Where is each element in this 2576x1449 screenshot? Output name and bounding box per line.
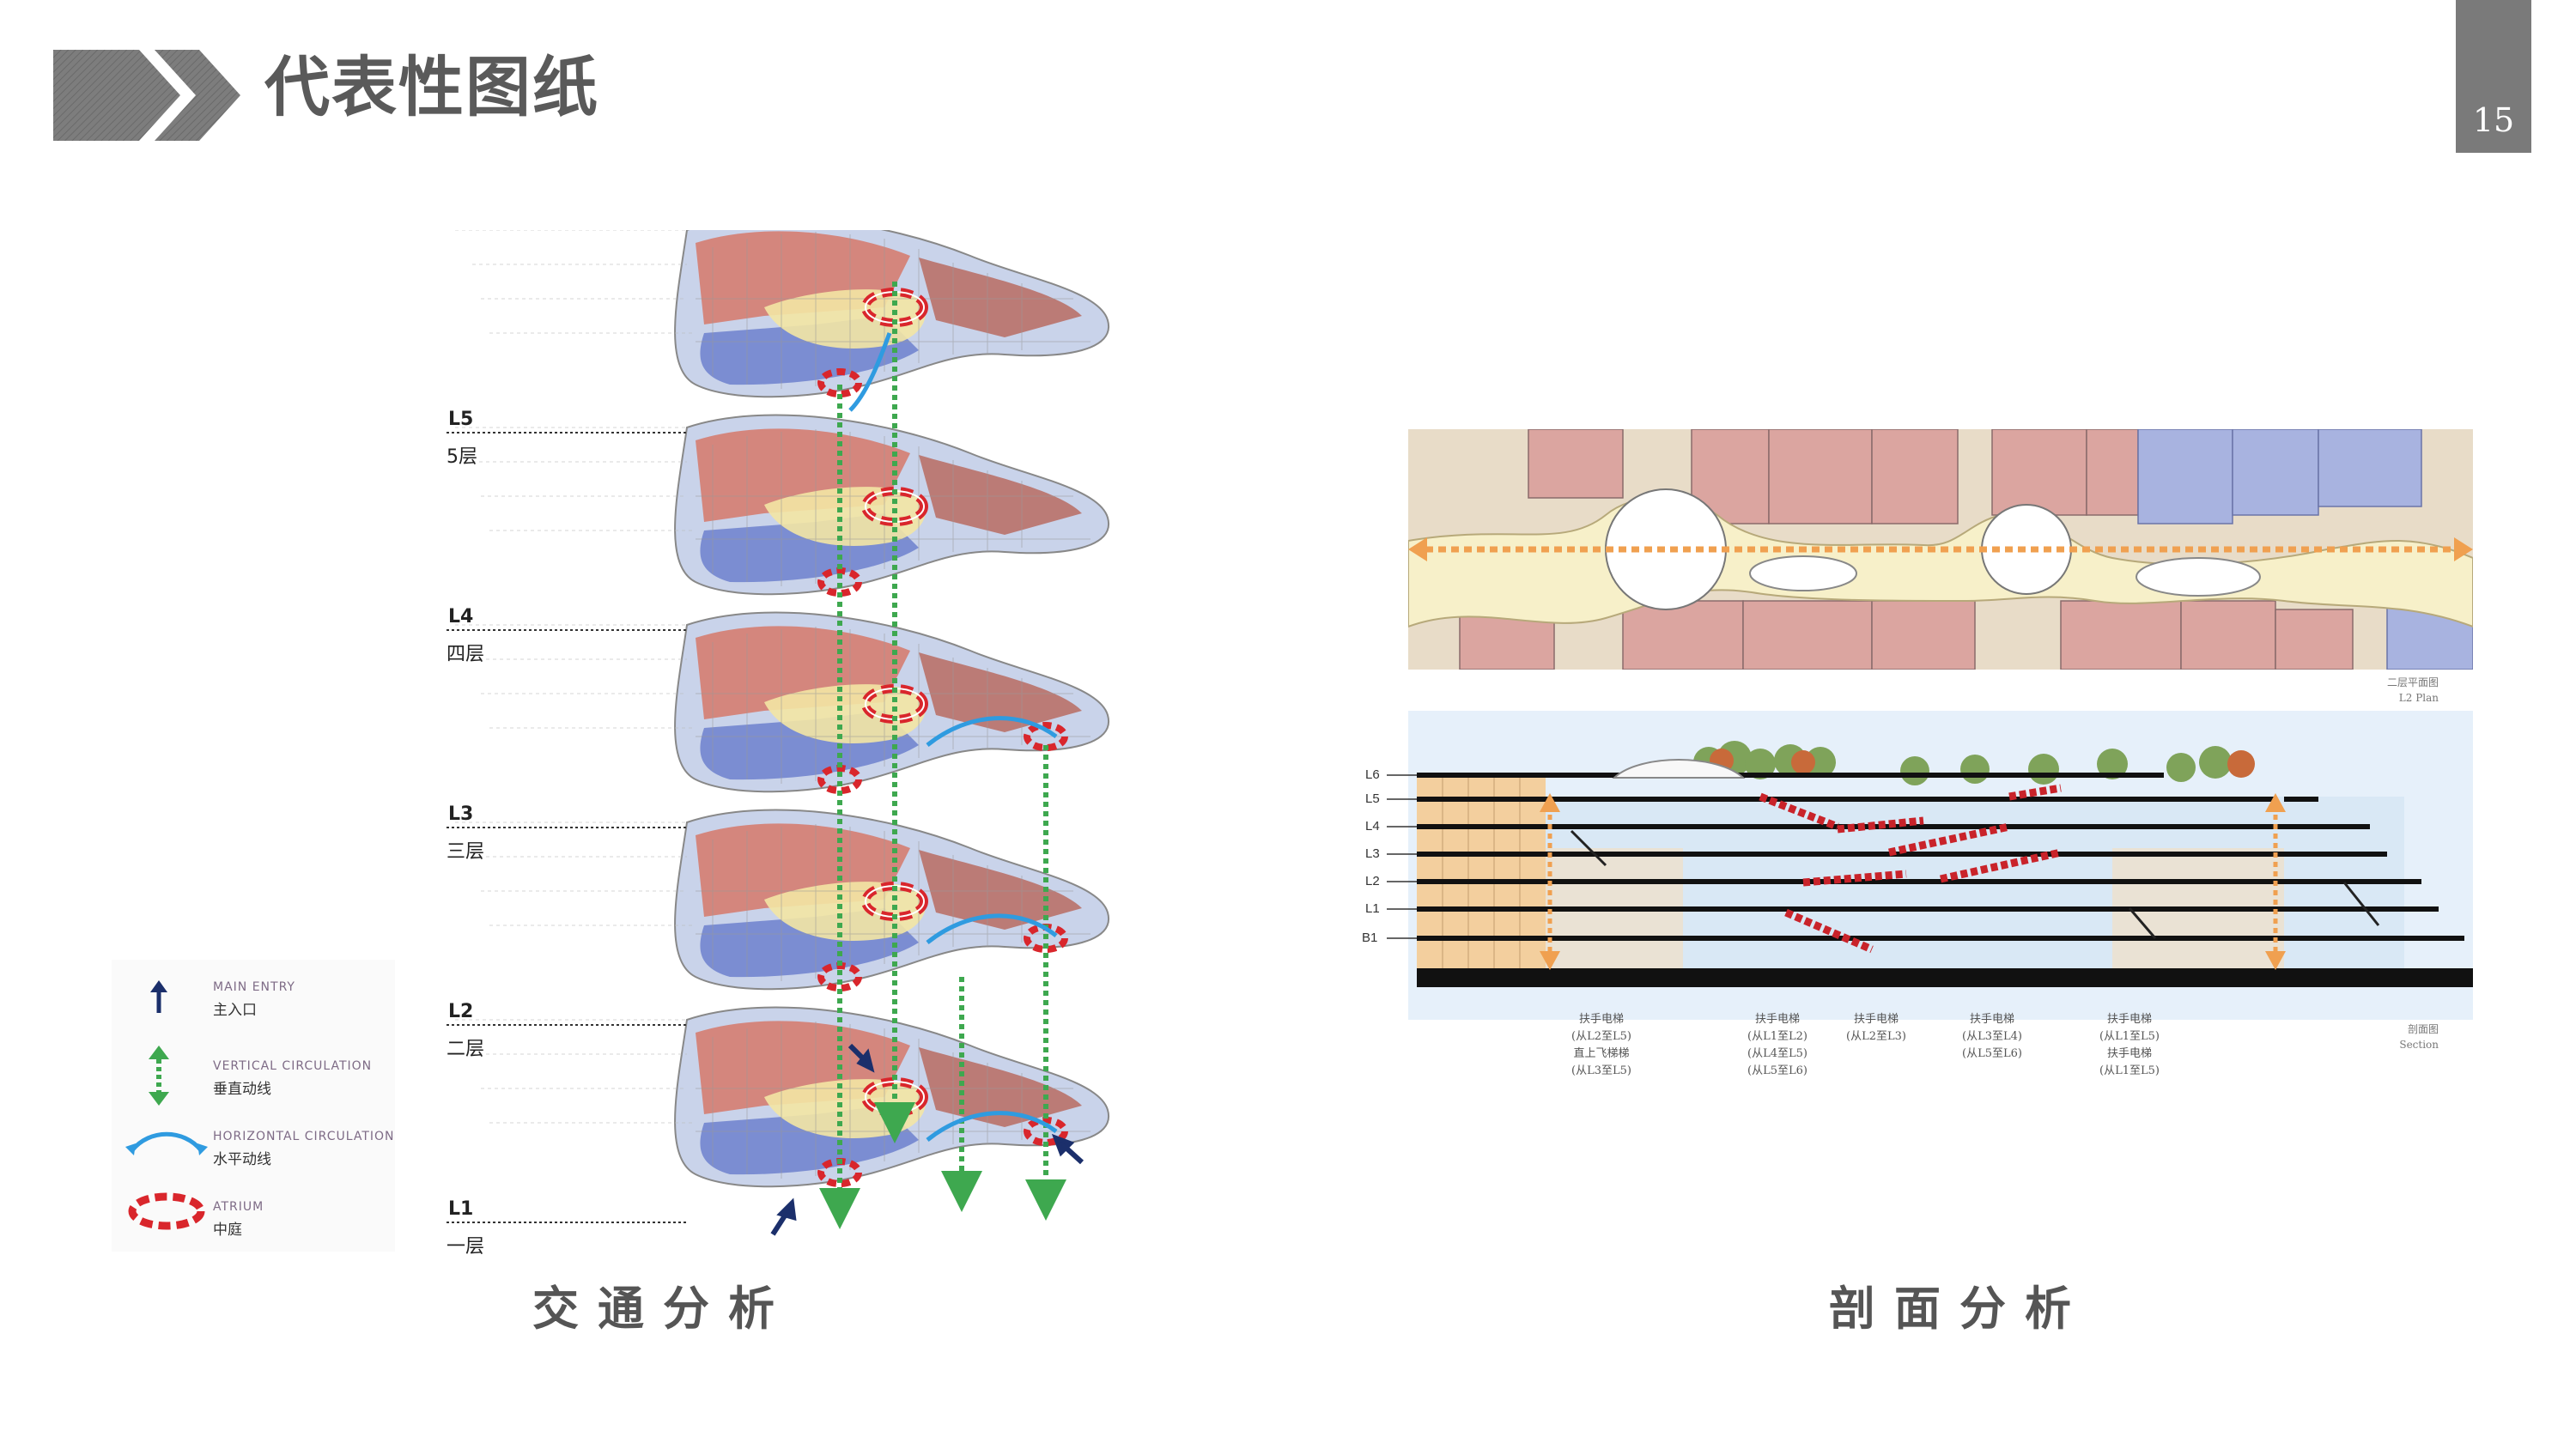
section-level-l1: L1 <box>1365 901 1380 916</box>
caption-circulation-analysis: 交通分析 <box>532 1282 793 1336</box>
floor-plate-l1 <box>454 1006 1110 1188</box>
page-title: 代表性图纸 <box>264 49 599 125</box>
horizontal-circulation-icon <box>125 1131 208 1155</box>
section-note-en: Section <box>2399 1039 2439 1051</box>
circulation-stack-diagram <box>447 230 1110 1236</box>
level-code-l4: L4 <box>448 606 474 627</box>
legend-horizontal-en: HORIZONTAL CIRCULATION <box>213 1130 395 1143</box>
legend-vertical-cn: 垂直动线 <box>213 1081 271 1098</box>
legend-main-entry-en: MAIN ENTRY <box>213 980 295 994</box>
section-level-l4: L4 <box>1365 819 1380 834</box>
level-code-l1: L1 <box>448 1198 474 1220</box>
floor-plate-l2 <box>454 809 1110 991</box>
level-name-l4: 四层 <box>447 644 485 665</box>
title-chevrons-icon <box>53 50 240 141</box>
floor-plate-l4 <box>454 414 1110 596</box>
legend-vertical-en: VERTICAL CIRCULATION <box>213 1059 373 1073</box>
annotation-escalator-2: 扶手电梯 (从L1至L2) (从L4至L5) (从L5至L6) <box>1747 1013 1807 1077</box>
level-name-l2: 二层 <box>447 1039 485 1060</box>
section-level-l3: L3 <box>1365 846 1380 861</box>
annotation-escalator-4: 扶手电梯 (从L3至L4) (从L5至L6) <box>1962 1013 2022 1060</box>
floor-plate-l5 <box>454 230 1110 398</box>
l2-plan-drawing <box>1408 429 2473 670</box>
section-level-l5: L5 <box>1365 791 1380 806</box>
level-code-l2: L2 <box>448 1001 474 1022</box>
level-code-l5: L5 <box>448 409 474 430</box>
plan-note-en: L2 Plan <box>2398 692 2439 704</box>
atrium-icon <box>128 1192 205 1230</box>
page-number-tab <box>2456 0 2531 153</box>
section-note-cn: 剖面图 <box>2407 1023 2439 1035</box>
annotation-escalator-5: 扶手电梯 (从L1至L5) 扶手电梯 (从L1至L5) <box>2099 1013 2160 1077</box>
section-level-b1: B1 <box>1362 931 1378 945</box>
page-number: 15 <box>2472 101 2515 139</box>
building-section-drawing <box>1387 711 2473 1020</box>
annotation-escalator-1: 扶手电梯 (从L2至L5) 直上飞梯梯 (从L3至L5) <box>1571 1013 1631 1077</box>
section-level-l6: L6 <box>1365 767 1380 782</box>
vertical-circulation-icon <box>149 1046 169 1106</box>
main-entry-arrow-icon <box>150 980 167 1013</box>
section-level-l2: L2 <box>1365 874 1380 888</box>
legend-atrium-cn: 中庭 <box>213 1222 242 1239</box>
annotation-escalator-3: 扶手电梯 (从L2至L3) <box>1846 1013 1906 1043</box>
level-name-l5: 5层 <box>447 446 477 468</box>
level-name-l3: 三层 <box>447 841 485 863</box>
plan-note-cn: 二层平面图 <box>2386 676 2439 688</box>
circulation-legend: MAIN ENTRY 主入口 VERTICAL CIRCULATION 垂直动线… <box>112 960 395 1252</box>
legend-main-entry-cn: 主入口 <box>213 1002 257 1019</box>
level-code-l3: L3 <box>448 803 474 825</box>
level-name-l1: 一层 <box>447 1236 485 1258</box>
legend-atrium-en: ATRIUM <box>213 1200 264 1214</box>
floor-plate-l3 <box>454 611 1110 793</box>
caption-section-analysis: 剖面分析 <box>1829 1282 2090 1336</box>
legend-horizontal-cn: 水平动线 <box>213 1151 271 1168</box>
